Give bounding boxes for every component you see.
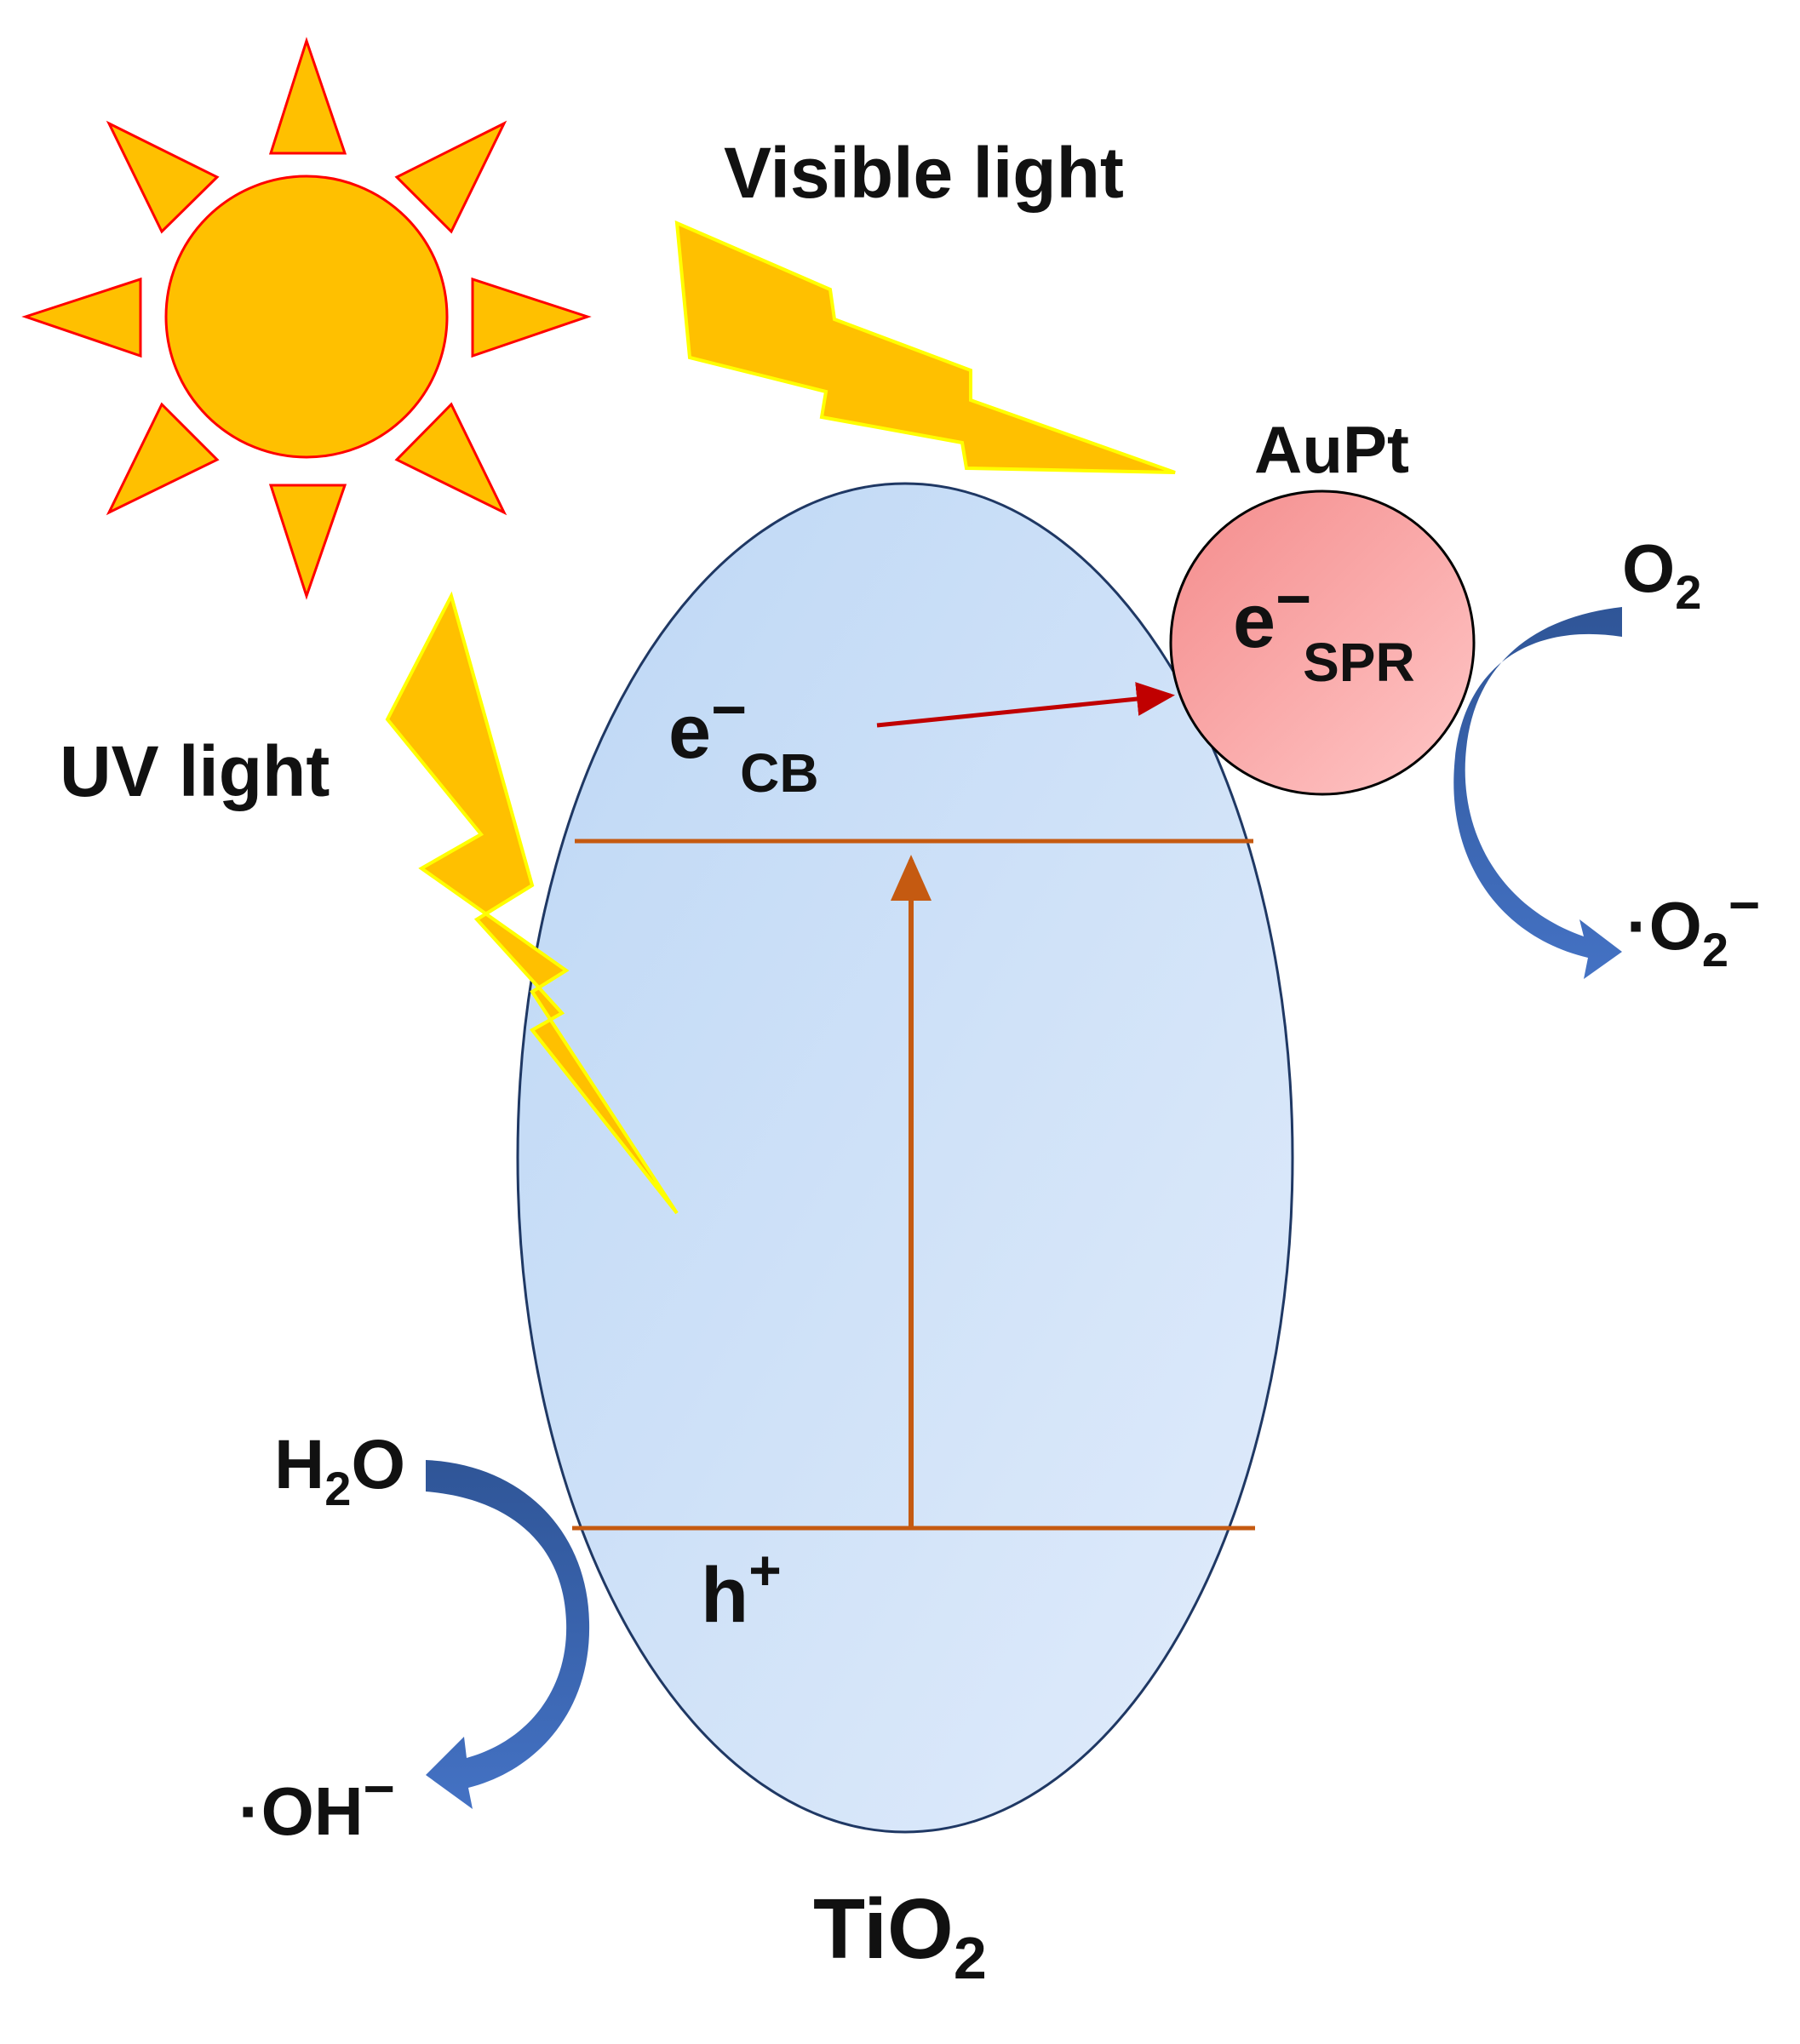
sun-disc bbox=[164, 175, 449, 459]
sun-icon bbox=[21, 37, 592, 600]
sun-ray-bottom bbox=[268, 484, 347, 600]
sun-ray-left bbox=[21, 277, 142, 358]
hydroxyl-label: ·OH− bbox=[238, 1758, 395, 1849]
tio2-particle bbox=[516, 482, 1294, 1834]
o2-label: O2 bbox=[1622, 530, 1701, 619]
visible-lightning-bolt-icon bbox=[674, 220, 1176, 474]
h2o-label: H2O bbox=[274, 1426, 405, 1515]
aupt-nanoparticle bbox=[1169, 490, 1476, 796]
sun-ray-bottom-left bbox=[106, 402, 220, 516]
uv-light-label: UV light bbox=[60, 731, 330, 811]
visible-light-label: Visible light bbox=[724, 133, 1124, 213]
uv-lightning-bolt-icon bbox=[385, 591, 679, 1215]
sun-ray-bottom-right bbox=[394, 402, 507, 516]
sun-ray-top-right bbox=[394, 120, 507, 234]
h-plus-label: h+ bbox=[701, 1538, 782, 1639]
e-spr-label: e−SPR bbox=[1233, 565, 1415, 693]
electron-transfer-arrow bbox=[876, 682, 1175, 728]
tio2-label: TiO2 bbox=[813, 1881, 987, 1991]
water-oxidation-curved-arrow bbox=[426, 1460, 590, 1809]
o2-reduction-curved-arrow bbox=[1453, 607, 1622, 979]
sun-ray-right bbox=[471, 277, 592, 358]
sun-ray-top-left bbox=[106, 120, 220, 234]
superoxide-label: ·O2− bbox=[1626, 874, 1760, 976]
aupt-label: AuPt bbox=[1254, 412, 1409, 487]
sun-ray-top bbox=[268, 37, 347, 155]
e-cb-label: e−CB bbox=[668, 676, 819, 804]
